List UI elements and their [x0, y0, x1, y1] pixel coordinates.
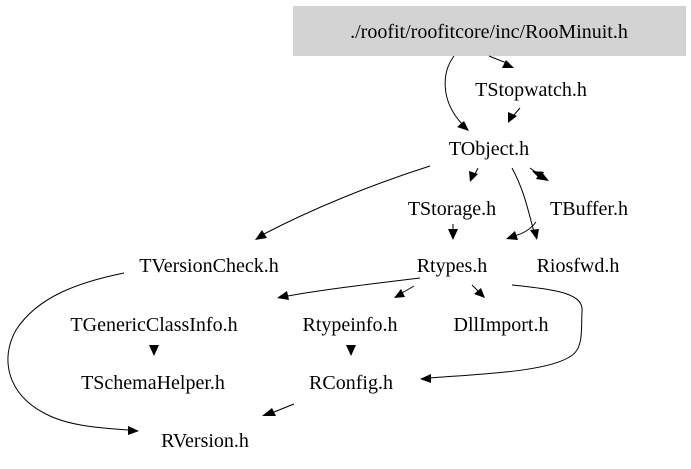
edge-tobject-tstorage [474, 167, 479, 175]
arrowhead [277, 291, 289, 300]
node-dllimport[interactable]: DllImport.h [454, 314, 549, 336]
node-tversioncheck[interactable]: TVersionCheck.h [139, 255, 278, 277]
node-label-roominuit: ./roofit/roofitcore/inc/RooMinuit.h [350, 21, 628, 43]
node-riosfwd[interactable]: Riosfwd.h [537, 255, 620, 277]
arrowhead [532, 171, 544, 179]
edge-roominuit-tobject [444, 55, 463, 125]
node-rversion[interactable]: RVersion.h [161, 430, 249, 452]
node-rconfig[interactable]: RConfig.h [309, 372, 393, 394]
node-tobject[interactable]: TObject.h [449, 138, 529, 160]
arrowhead [506, 231, 518, 240]
arrowhead [420, 374, 431, 383]
arrowhead [448, 229, 458, 240]
arrowhead [457, 121, 469, 131]
edge-tobject-riosfwd [511, 167, 535, 233]
arrowhead [536, 171, 549, 181]
arrowhead [262, 408, 276, 416]
edge-tstopwatch-tobject [512, 107, 521, 117]
edge-tobject-tversioncheck [263, 165, 431, 235]
edge-rconfig-rversion [273, 403, 295, 413]
arrowhead [346, 345, 356, 356]
node-rtypes[interactable]: Rtypes.h [417, 255, 488, 277]
node-tstopwatch[interactable]: TStopwatch.h [475, 79, 587, 101]
edge-rtypes-tgenericclassinfo [287, 277, 421, 297]
root-node-box [293, 6, 686, 56]
node-rtypeinfo[interactable]: Rtypeinfo.h [303, 314, 398, 336]
arrowhead [508, 112, 517, 123]
arrowhead [502, 60, 514, 68]
node-tgenericclassinfo[interactable]: TGenericClassInfo.h [70, 314, 237, 336]
arrowhead [469, 171, 478, 182]
edge-tversioncheck-rversion [7, 272, 129, 431]
node-tbuffer[interactable]: TBuffer.h [550, 198, 628, 220]
arrowhead [128, 426, 139, 435]
arrowhead [149, 345, 159, 356]
node-tstorage[interactable]: TStorage.h [408, 198, 496, 220]
arrowhead [530, 229, 539, 240]
node-tschemahelper[interactable]: TSchemaHelper.h [81, 372, 225, 394]
edge-rtypes-rconfig [429, 284, 583, 379]
node-roominuit[interactable]: ./roofit/roofitcore/inc/RooMinuit.h [293, 6, 686, 56]
arrowhead [474, 288, 485, 298]
edge-rtypes-dllimport [471, 284, 479, 292]
arrowhead [255, 230, 267, 240]
edge-rtypes-rtypeinfo [401, 285, 415, 294]
edges [7, 55, 583, 435]
arrowhead [394, 289, 405, 298]
